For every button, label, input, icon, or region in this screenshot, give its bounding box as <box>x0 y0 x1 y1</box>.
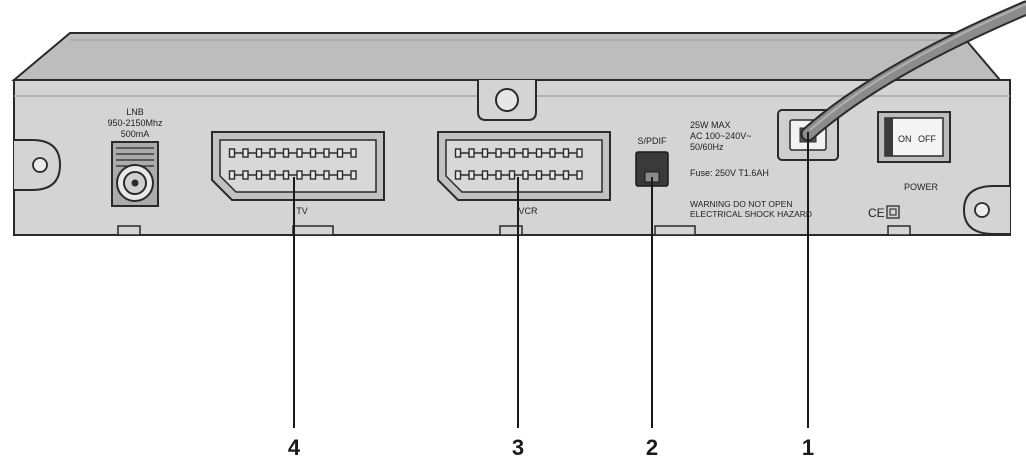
scart-pin <box>309 148 317 158</box>
scart-pin <box>508 170 516 180</box>
scart-pin <box>228 148 236 158</box>
scart-pin <box>228 170 236 180</box>
scart-pin <box>296 170 303 180</box>
scart-pin <box>242 170 249 180</box>
scart-pin <box>481 170 489 180</box>
switch-off-label: OFF <box>918 134 936 144</box>
warning-line-1: WARNING DO NOT OPEN <box>690 199 792 209</box>
power-spec-line-3: 50/60Hz <box>690 142 724 152</box>
scart-pin <box>323 170 330 180</box>
scart-pin <box>255 170 263 180</box>
callout-1: 1 <box>802 435 814 460</box>
scart-pin <box>508 148 516 158</box>
scart-pin <box>468 170 475 180</box>
callout-4: 4 <box>288 435 301 460</box>
scart-pin <box>454 170 462 180</box>
callout-3: 3 <box>512 435 524 460</box>
scart-pin <box>282 148 290 158</box>
power-switch: ON OFF <box>877 111 951 163</box>
vcr-scart-connector <box>437 131 611 201</box>
scart-pin <box>242 148 249 158</box>
scart-pin <box>522 170 529 180</box>
scart-pin <box>323 148 330 158</box>
scart-pin <box>336 148 344 158</box>
scart-pin <box>350 170 357 180</box>
scart-pin <box>495 148 502 158</box>
scart-pin <box>454 148 462 158</box>
callout-2: 2 <box>646 435 658 460</box>
tv-scart-connector <box>211 131 385 201</box>
power-spec-line-1: 25W MAX <box>690 120 731 130</box>
scart-pin <box>576 170 583 180</box>
power-spec-line-2: AC 100~240V~ <box>690 131 752 141</box>
power-specs: 25W MAX AC 100~240V~ 50/60Hz Fuse: 250V … <box>690 120 812 219</box>
scart-pin <box>535 148 543 158</box>
power-cable <box>800 0 1026 142</box>
scart-pin <box>562 170 570 180</box>
switch-on-label: ON <box>898 134 912 144</box>
scart-pin <box>535 170 543 180</box>
tv-label: TV <box>296 206 308 216</box>
scart-pin <box>562 148 570 158</box>
scart-pin <box>481 148 489 158</box>
lnb-connector: LNB 950-2150Mhz 500mA <box>107 107 163 207</box>
scart-pin <box>549 170 556 180</box>
lnb-label-line-3: 500mA <box>121 129 150 139</box>
scart-pin <box>309 170 317 180</box>
ce-mark: CE <box>868 205 900 220</box>
scart-pin <box>468 148 475 158</box>
scart-pin <box>495 170 502 180</box>
scart-pin <box>296 148 303 158</box>
scart-pin <box>269 170 276 180</box>
fuse-label: Fuse: 250V T1.6AH <box>690 168 769 178</box>
lnb-label-line-1: LNB <box>126 107 144 117</box>
scart-pin <box>549 148 556 158</box>
callout-leaders <box>293 132 809 428</box>
power-label: POWER <box>904 182 939 192</box>
lnb-label-line-2: 950-2150Mhz <box>107 118 163 128</box>
warning-line-2: ELECTRICAL SHOCK HAZARD <box>690 209 812 219</box>
scart-pin <box>522 148 529 158</box>
scart-pin <box>269 148 276 158</box>
ce-mark-text: CE <box>868 206 885 220</box>
scart-pin <box>282 170 290 180</box>
spdif-label: S/PDIF <box>637 136 667 146</box>
scart-pin <box>255 148 263 158</box>
scart-pin <box>336 170 344 180</box>
vcr-label: VCR <box>518 206 538 216</box>
scart-pin <box>350 148 357 158</box>
scart-pin <box>576 148 583 158</box>
